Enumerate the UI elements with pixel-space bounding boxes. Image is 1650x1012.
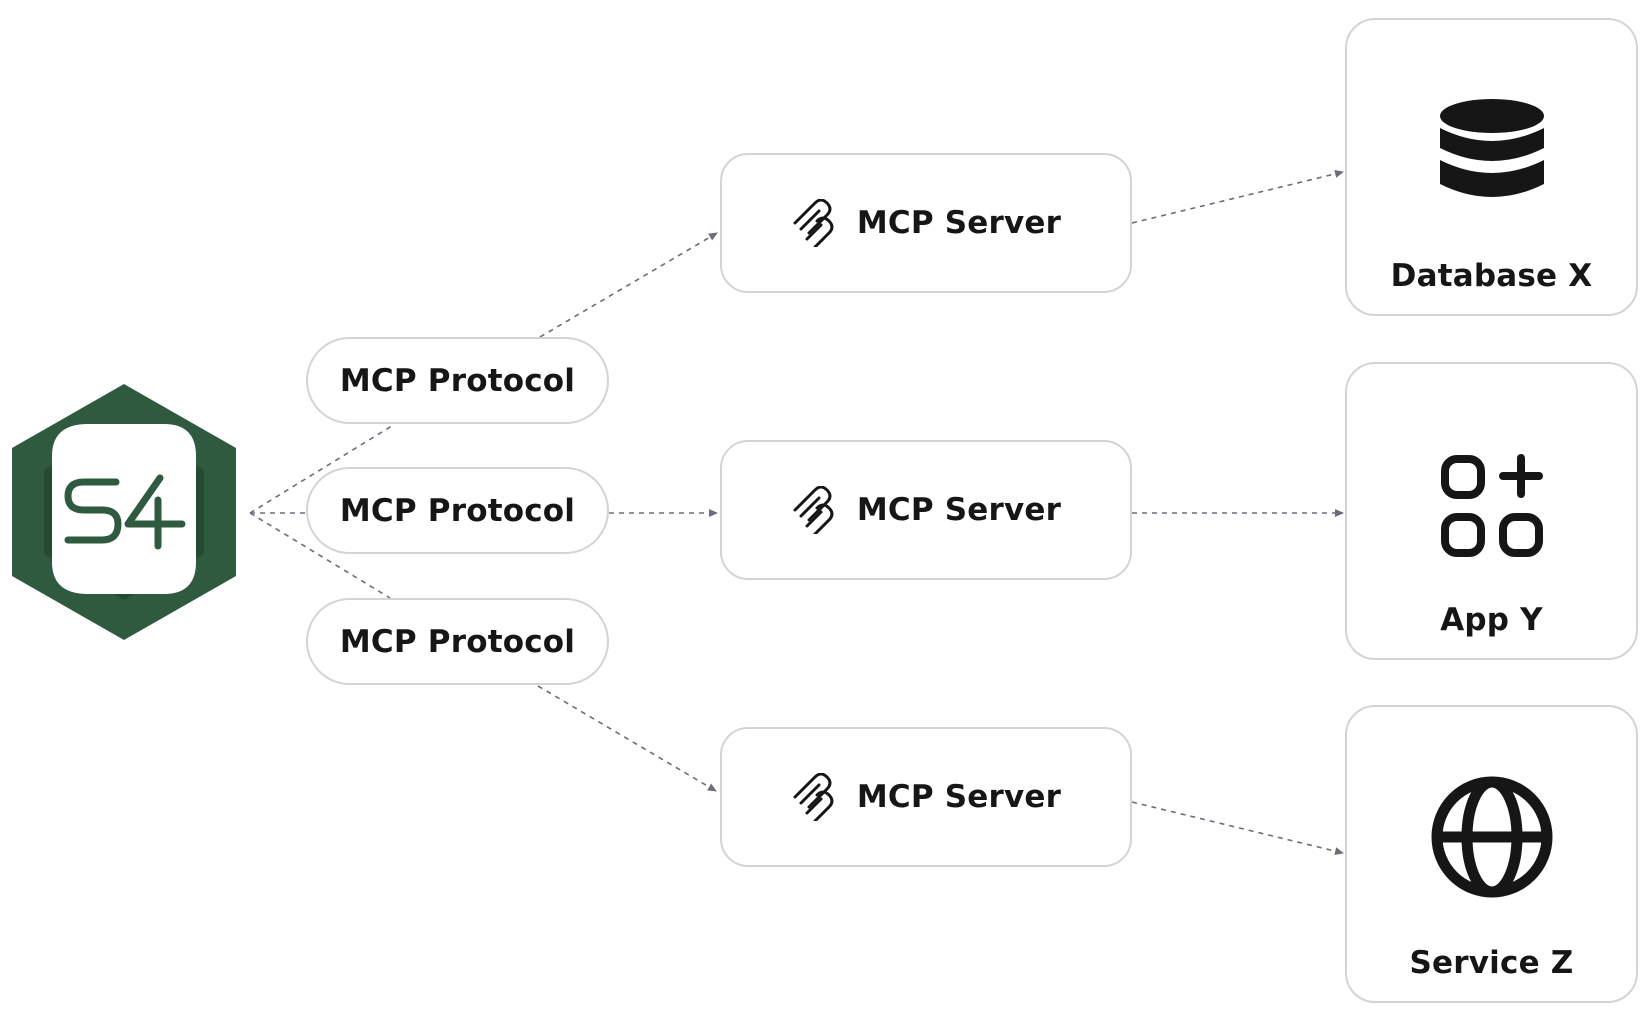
mcp-server-box-2: MCP Server (720, 440, 1132, 580)
protocol-pill-1: MCP Protocol (306, 337, 609, 424)
target-service-z: Service Z (1345, 705, 1638, 1003)
protocol-pill-label: MCP Protocol (339, 623, 576, 660)
mcp-logo-icon (793, 486, 834, 534)
mcp-logo-icon (793, 199, 834, 247)
target-label: App Y (1440, 602, 1543, 638)
target-label: Database X (1390, 258, 1593, 294)
globe-icon (1431, 776, 1552, 898)
mcp-server-box-1: MCP Server (720, 153, 1132, 293)
protocol-pill-3: MCP Protocol (306, 598, 609, 685)
mcp-server-label: MCP Server (856, 492, 1062, 528)
connector-server-target-3 (1131, 801, 1344, 856)
apps-grid-plus-icon (1440, 454, 1543, 557)
target-app-y: App Y (1345, 362, 1638, 660)
connector-logo-protocol-3 (249, 512, 391, 599)
mcp-logo-icon (793, 773, 834, 821)
connector-protocol-server-3 (537, 685, 717, 792)
protocol-pill-2: MCP Protocol (306, 467, 609, 554)
connector-protocol-server-1 (539, 232, 718, 338)
connector-logo-protocol-1 (249, 423, 396, 514)
mcp-server-label: MCP Server (856, 779, 1062, 815)
target-database-x: Database X (1345, 18, 1638, 316)
protocol-pill-label: MCP Protocol (339, 362, 576, 399)
connector-server-target-1 (1131, 169, 1344, 224)
mcp-server-box-3: MCP Server (720, 727, 1132, 867)
mcp-server-label: MCP Server (856, 205, 1062, 241)
protocol-pill-label: MCP Protocol (339, 492, 576, 529)
database-icon (1439, 99, 1544, 197)
target-label: Service Z (1409, 945, 1574, 981)
s4-hexagon-logo-icon: S4 (12, 384, 236, 640)
